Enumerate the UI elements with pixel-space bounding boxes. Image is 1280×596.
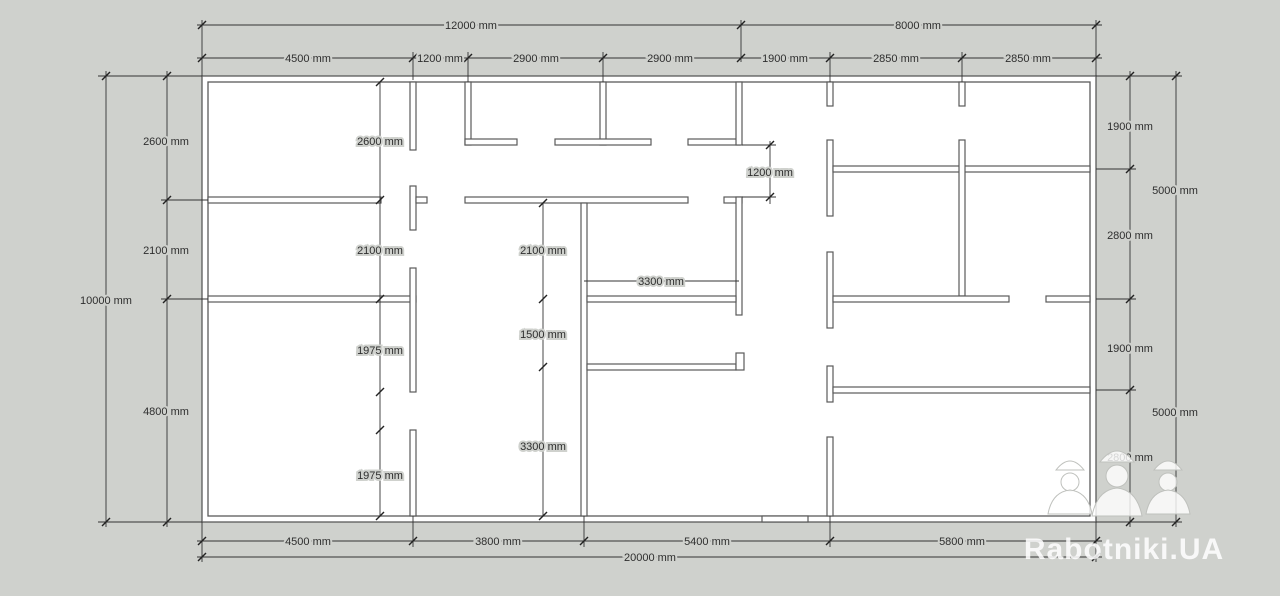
dim-right-overall: 5000 mm bbox=[1152, 185, 1198, 197]
wall-h1-left bbox=[207, 196, 382, 204]
dim-top-overall-left: 12000 mm bbox=[445, 20, 497, 32]
dim-right-seg: 1900 mm bbox=[1107, 121, 1153, 133]
dim-col1: 1975 mm bbox=[357, 345, 403, 357]
dim-top-seg: 2900 mm bbox=[513, 53, 559, 65]
dim-top-seg: 1900 mm bbox=[762, 53, 808, 65]
wall-col1-mid bbox=[409, 185, 417, 231]
dim-top-seg: 4500 mm bbox=[285, 53, 331, 65]
wall-centre-h2-end bbox=[735, 352, 745, 371]
dim-right-overall: 5000 mm bbox=[1152, 407, 1198, 419]
wall-right-v1 bbox=[826, 139, 834, 217]
wall-centre-h2 bbox=[586, 363, 737, 371]
wall-corridor bbox=[464, 196, 689, 204]
wall-room-c-h bbox=[687, 138, 741, 146]
wall-right-v3 bbox=[826, 251, 834, 329]
wall-right-v2 bbox=[958, 139, 966, 297]
dim-col1: 1975 mm bbox=[357, 470, 403, 482]
dim-col2: 2100 mm bbox=[520, 245, 566, 257]
dim-right-seg: 2800 mm bbox=[1107, 230, 1153, 242]
wall-col1-top bbox=[409, 81, 417, 151]
interior-walls bbox=[207, 81, 1091, 523]
wall-room-b-v bbox=[599, 81, 607, 146]
wall-room-a-v bbox=[464, 81, 472, 146]
dim-left-overall: 10000 mm bbox=[80, 295, 132, 307]
watermark-text: Rabotniki.UA bbox=[1024, 533, 1224, 566]
door-sill bbox=[761, 515, 809, 523]
dim-left-seg: 2100 mm bbox=[143, 245, 189, 257]
wall-right-v4 bbox=[826, 365, 834, 403]
dim-right-seg: 1900 mm bbox=[1107, 343, 1153, 355]
dim-bottom-seg: 5800 mm bbox=[939, 536, 985, 548]
dim-col2: 1500 mm bbox=[520, 329, 566, 341]
dim-top-overall-right: 8000 mm bbox=[895, 20, 941, 32]
wall-centre-h1 bbox=[586, 295, 737, 303]
dim-col2: 3300 mm bbox=[520, 441, 566, 453]
wall-room-b-h bbox=[554, 138, 652, 146]
dim-top-seg: 1200 mm bbox=[417, 53, 463, 65]
wall-centre-v bbox=[580, 202, 588, 517]
wall-room-a-h bbox=[464, 138, 518, 146]
three-workers-in-hardhats-icon bbox=[1047, 450, 1191, 517]
dim-left-seg: 2600 mm bbox=[143, 136, 189, 148]
dim-room-width: 3300 mm bbox=[638, 276, 684, 288]
wall-room-c-v bbox=[735, 81, 743, 146]
dim-top-seg: 2850 mm bbox=[1005, 53, 1051, 65]
dim-bottom-seg: 4500 mm bbox=[285, 536, 331, 548]
dim-bottom-seg: 3800 mm bbox=[475, 536, 521, 548]
wall-col1-bottom bbox=[409, 429, 417, 517]
dim-bottom-overall: 20000 mm bbox=[624, 552, 676, 564]
dim-bottom-seg: 5400 mm bbox=[684, 536, 730, 548]
dim-left-seg: 4800 mm bbox=[143, 406, 189, 418]
wall-h2-left bbox=[207, 295, 417, 303]
wall-right-top bbox=[826, 81, 834, 107]
watermark: Rabotniki.UA bbox=[1024, 450, 1224, 566]
wall-col1-stub bbox=[415, 196, 428, 204]
dim-top-seg: 2900 mm bbox=[647, 53, 693, 65]
dimension-ticks bbox=[101, 20, 1181, 562]
dim-corridor: 1200 mm bbox=[747, 167, 793, 179]
wall-right-h2b bbox=[1045, 295, 1091, 303]
wall-right-h3 bbox=[832, 386, 1091, 394]
wall-col1-lower bbox=[409, 267, 417, 393]
dim-top-seg: 2850 mm bbox=[873, 53, 919, 65]
dimension-labels: 12000 mm 8000 mm 4500 mm 1200 mm 2900 mm… bbox=[78, 18, 1200, 566]
dim-col1: 2100 mm bbox=[357, 245, 403, 257]
wall-right-h2 bbox=[832, 295, 1010, 303]
wall-right-v5 bbox=[826, 436, 834, 517]
wall-centre-right bbox=[735, 196, 743, 316]
wall-right-top2 bbox=[958, 81, 966, 107]
dim-col1: 2600 mm bbox=[357, 136, 403, 148]
dimension-lines bbox=[98, 20, 1182, 562]
